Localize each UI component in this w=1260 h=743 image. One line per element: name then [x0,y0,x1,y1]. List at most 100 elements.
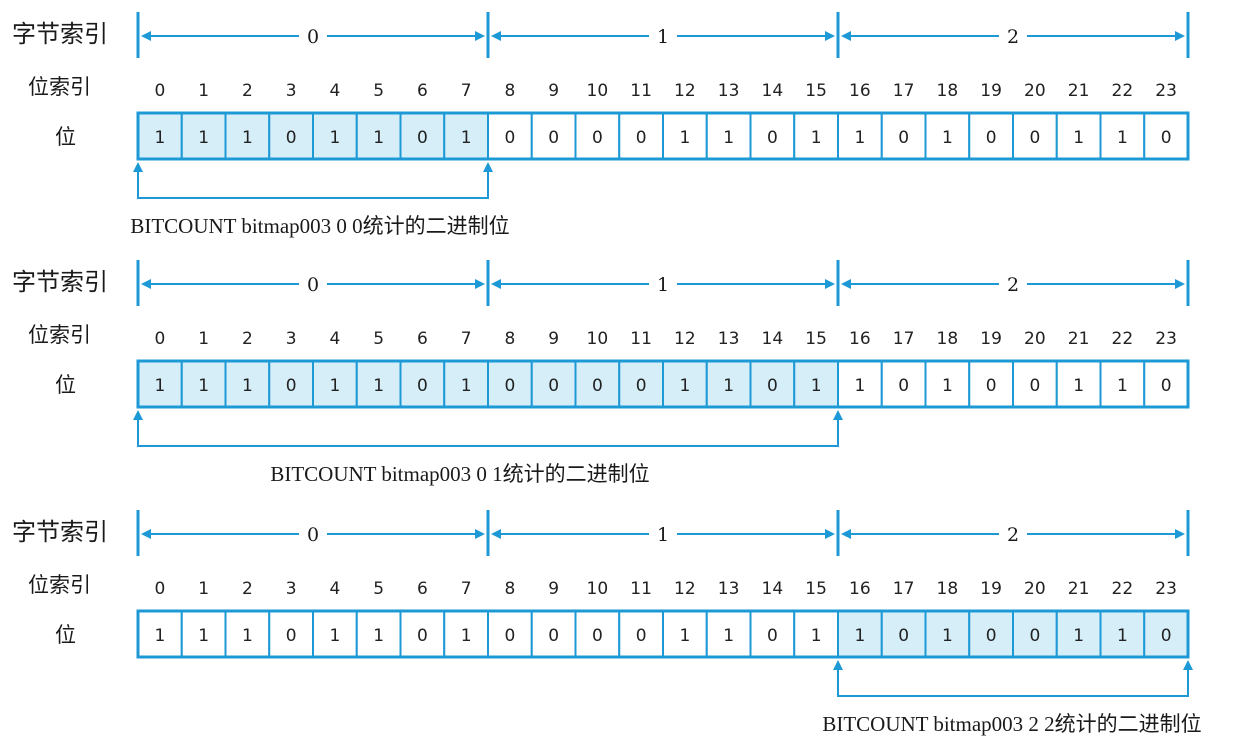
bit-value: 1 [329,128,340,148]
byte-index-number: 1 [657,524,669,546]
bit-index-number: 16 [849,329,871,349]
bit-value: 0 [548,626,559,646]
bit-value: 1 [198,626,209,646]
bit-index-number: 6 [417,579,428,599]
bit-value: 1 [679,626,690,646]
bit-cell [705,610,752,658]
bit-index-number: 16 [849,81,871,101]
bit-index-number: 0 [154,81,165,101]
bit-value: 1 [854,128,865,148]
byte-index-number: 1 [657,274,669,296]
bit-index-number: 11 [630,81,652,101]
bit-value: 0 [767,128,778,148]
bit-value: 1 [242,626,253,646]
bit-value: 1 [1117,626,1128,646]
bit-value: 0 [1029,626,1040,646]
byte-span-arrow-2: 2 [841,26,1185,48]
bit-index-number: 8 [504,579,515,599]
bit-index-number: 12 [674,329,696,349]
bit-index-number: 9 [548,579,559,599]
bit-index-number: 12 [674,81,696,101]
bit-value: 0 [548,128,559,148]
bit-value: 1 [461,128,472,148]
bit-cell [793,360,839,408]
bit-index-number: 2 [242,579,253,599]
byte-index-number: 0 [307,26,319,48]
bit-value: 1 [1073,626,1084,646]
bit-value: 1 [154,626,165,646]
bit-cell [968,360,1014,408]
bit-value: 0 [1029,128,1040,148]
command-caption: BITCOUNT bitmap003 0 1统计的二进制位 [270,462,649,486]
bit-index-number: 19 [980,579,1002,599]
bit-index-number: 3 [286,329,297,349]
bit-row-frame [136,111,1190,161]
bit-index-number: 16 [849,579,871,599]
bit-index-number: 7 [461,329,472,349]
bit-index-number: 23 [1155,81,1177,101]
bit-index-number: 21 [1068,329,1090,349]
bit-value: 0 [767,376,778,396]
bit-cell [399,112,446,160]
command-caption: BITCOUNT bitmap003 0 0统计的二进制位 [130,214,509,238]
bit-index-number: 17 [893,81,915,101]
bit-index-number: 15 [805,329,827,349]
bit-index-number: 14 [762,81,784,101]
bit-value: 1 [373,128,384,148]
bit-cell [312,610,358,658]
byte-span-arrow-0: 0 [141,274,485,296]
bit-index-number: 21 [1068,579,1090,599]
bit-value: 1 [854,626,865,646]
bit-value: 1 [811,626,822,646]
byte-index-number: 2 [1007,524,1019,546]
bit-index-number: 0 [154,329,165,349]
bit-index-number: 15 [805,81,827,101]
bit-value: 0 [592,626,603,646]
bit-value: 1 [1073,376,1084,396]
bit-value: 1 [242,128,253,148]
bit-index-label: 位索引 [28,323,91,347]
byte-span-arrow-2: 2 [841,274,1185,296]
bit-index-number: 18 [937,579,959,599]
bit-value: 1 [373,376,384,396]
bit-value: 0 [636,626,647,646]
bit-value: 0 [986,376,997,396]
bit-index-number: 5 [373,579,384,599]
bit-index-number: 10 [587,329,609,349]
bit-value: 0 [417,626,428,646]
bit-value: 1 [329,626,340,646]
bit-value: 1 [811,128,822,148]
bit-index-number: 14 [762,329,784,349]
bit-value: 0 [898,626,909,646]
byte-index-number: 0 [307,274,319,296]
bit-value: 1 [154,128,165,148]
bit-value: 0 [417,376,428,396]
bit-index-number: 1 [198,329,209,349]
byte-index-label: 字节索引 [12,20,108,48]
bit-index-number: 11 [630,579,652,599]
byte-index-number: 1 [657,26,669,48]
bit-index-number: 3 [286,81,297,101]
bit-value: 0 [592,128,603,148]
byte-index-number: 2 [1007,26,1019,48]
bit-label: 位 [55,373,76,397]
byte-span-arrow-0: 0 [141,524,485,546]
bit-cell [662,360,708,408]
bit-index-number: 4 [329,579,340,599]
bit-index-number: 13 [718,329,740,349]
byte-span-arrow-1: 1 [491,274,835,296]
byte-span-arrow-1: 1 [491,524,835,546]
bit-value: 1 [942,376,953,396]
bit-index-number: 7 [461,81,472,101]
bit-value: 0 [286,376,297,396]
bit-value: 1 [1117,128,1128,148]
bit-value: 1 [461,376,472,396]
bit-cell [530,112,577,160]
bit-value: 1 [329,376,340,396]
bit-cell [312,112,358,160]
bit-row-frame [136,609,1190,659]
bit-value: 1 [198,128,209,148]
